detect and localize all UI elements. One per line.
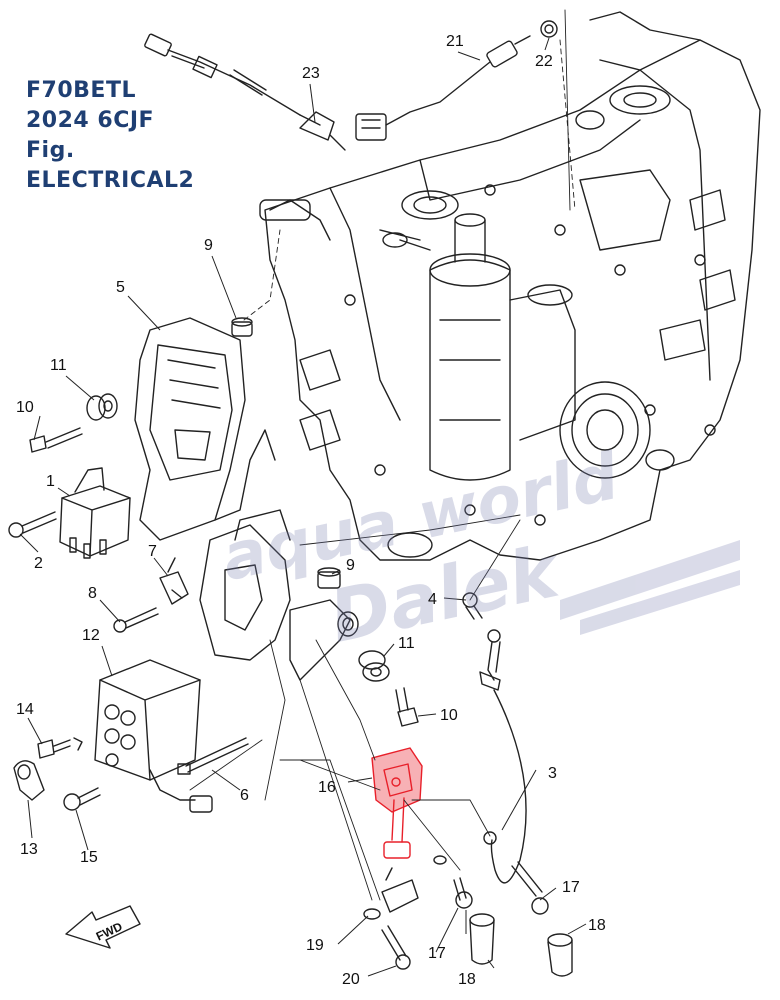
part-2-screw (8, 511, 57, 538)
callout-19: 19 (306, 937, 324, 954)
fwd-arrow-icon (65, 905, 141, 949)
part-11-grommet-upper (86, 393, 118, 421)
watermark: aqua world Dalek (216, 440, 740, 659)
assembly-lines (189, 9, 576, 901)
callout-11b: 11 (398, 635, 415, 652)
part-17-bolt-b (511, 861, 549, 915)
part-3-ground-lead (479, 629, 527, 884)
part-7-clip (159, 557, 189, 605)
center-bracket (289, 599, 359, 681)
part-16-body (371, 747, 423, 813)
part-1-relay (59, 467, 131, 559)
part-6-cable-tie (177, 737, 249, 775)
part-18-cap-a (469, 913, 495, 965)
callout-9b: 9 (346, 557, 355, 574)
callout-14: 14 (16, 701, 34, 718)
diagram-title: F70BETL 2024 6CJF Fig. ELECTRICAL2 (26, 76, 194, 196)
callout-numbers: 23 21 22 9 5 11 10 1 2 7 8 9 4 12 11 14 … (16, 33, 606, 988)
part-22-o-ring (540, 20, 558, 38)
callout-7: 7 (148, 543, 157, 560)
part-17-bolt-a (433, 855, 473, 909)
part-5-bracket (134, 317, 276, 541)
callout-6: 6 (240, 787, 249, 804)
engine-block (259, 11, 761, 561)
part-16-highlighted-connector (371, 747, 423, 859)
part-21-sensor-cable (355, 35, 531, 141)
callout-5: 5 (116, 279, 125, 296)
callout-10b: 10 (440, 707, 458, 724)
callout-18b: 18 (458, 971, 476, 988)
part-19-bracket (363, 867, 419, 920)
part-10-bolt-upper (29, 427, 83, 453)
part-12-rectifier (94, 659, 213, 813)
part-10-bolt-lower (395, 687, 419, 727)
part-20-screw (381, 925, 411, 970)
callout-4: 4 (428, 591, 437, 608)
part-9-grommet-upper (231, 317, 253, 337)
callout-13: 13 (20, 841, 38, 858)
title-year-code: 2024 6CJF (26, 108, 155, 133)
callout-17b: 17 (428, 945, 446, 962)
callout-15: 15 (80, 849, 98, 866)
callout-12: 12 (82, 627, 100, 644)
callout-23: 23 (302, 65, 320, 82)
callout-18a: 18 (588, 917, 606, 934)
part-11-grommet-lower (358, 650, 390, 682)
mounting-plate (199, 509, 291, 661)
part-15-bolt (63, 787, 101, 811)
part-23-sensor-lead (144, 33, 346, 151)
part-9-grommet-lower (317, 567, 341, 589)
callout-21: 21 (446, 33, 464, 50)
title-model: F70BETL (26, 78, 136, 103)
callout-leaders (19, 37, 587, 977)
callout-16: 16 (318, 779, 336, 796)
callout-20: 20 (342, 971, 360, 988)
part-8-screw (113, 607, 159, 633)
callout-17a: 17 (562, 879, 580, 896)
callout-8: 8 (88, 585, 97, 602)
callout-11a: 11 (50, 357, 67, 374)
title-fig-label: Fig. (26, 138, 75, 163)
callout-22: 22 (535, 53, 553, 70)
title-figure-name: ELECTRICAL2 (26, 168, 195, 193)
part-18-cap-b (547, 933, 573, 977)
part-13-clamp (13, 760, 45, 801)
starter-motor (379, 213, 576, 481)
callout-2: 2 (34, 555, 43, 572)
callout-10a: 10 (16, 399, 34, 416)
callout-3: 3 (548, 765, 557, 782)
callout-9a: 9 (204, 237, 213, 254)
oil-filter (559, 381, 651, 479)
callout-1: 1 (46, 473, 55, 490)
part-14-bolt (37, 737, 83, 759)
